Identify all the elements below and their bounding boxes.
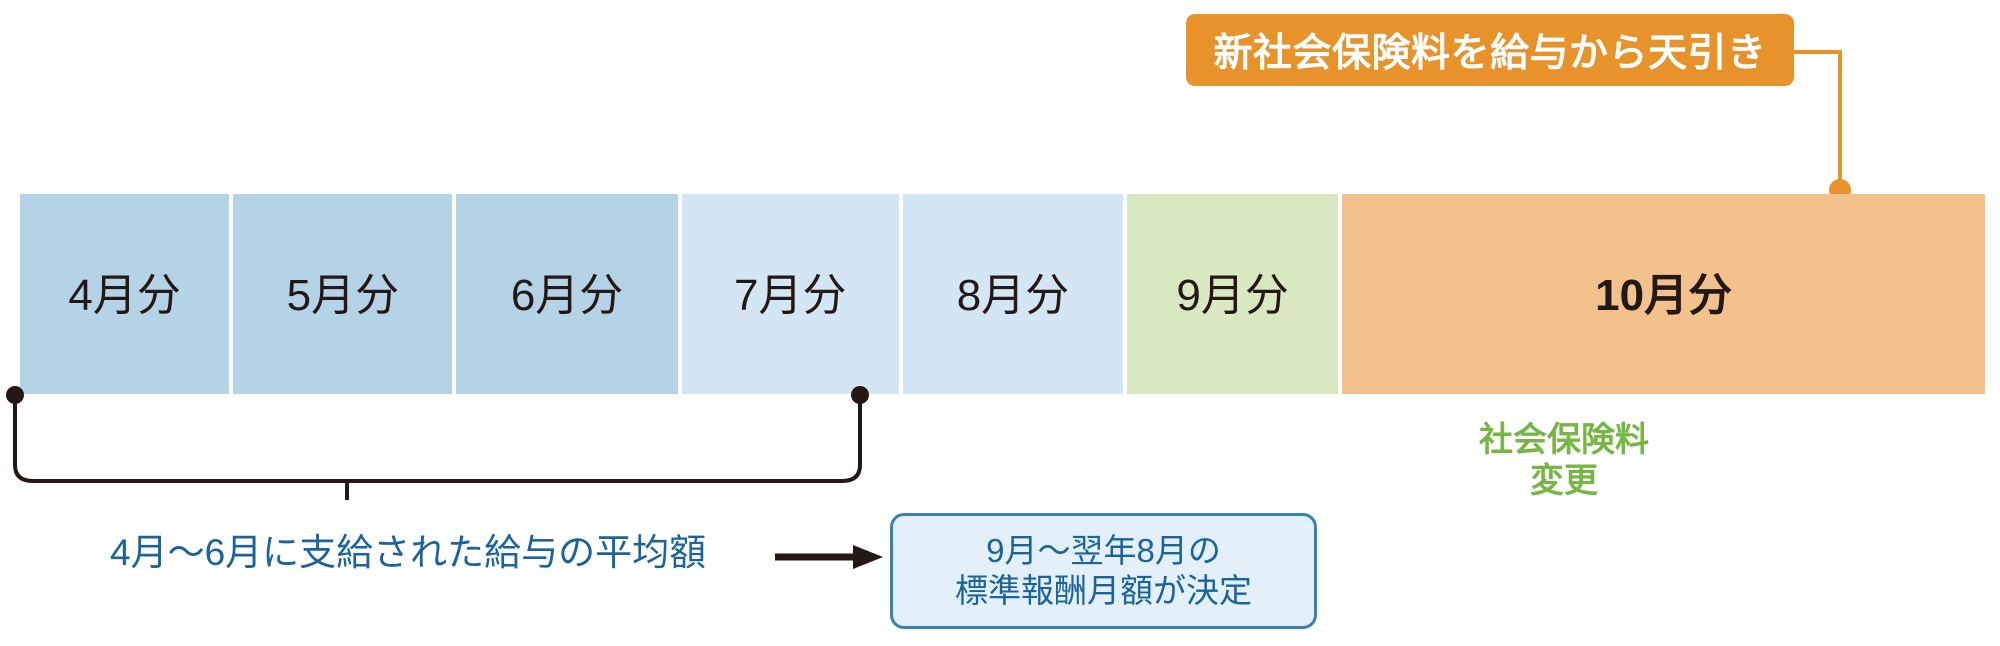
result-line-1: 9月～翌年8月の — [986, 531, 1221, 569]
average-salary-caption: 4月～6月に支給された給与の平均額 — [110, 532, 707, 573]
month-label: 6月分 — [510, 271, 624, 320]
standard-monthly-remuneration-callout: 9月～翌年8月の 標準報酬月額が決定 — [890, 513, 1317, 629]
month-timeline: 4月分 5月分 6月分 7月分 8月分 9月分 10月分 — [20, 194, 1985, 394]
green-note-line-1: 社会保険料 — [1479, 421, 1649, 459]
month-label: 10月分 — [1595, 271, 1733, 320]
month-cell-october[interactable]: 10月分 — [1342, 194, 1985, 394]
insurance-change-note: 社会保険料 変更 — [1444, 420, 1684, 503]
month-label: 4月分 — [68, 271, 181, 320]
rightwards-arrow-icon — [775, 545, 883, 569]
month-cell-september[interactable]: 9月分 — [1127, 194, 1339, 394]
deduction-banner-label: 新社会保険料を給与から天引き — [1213, 32, 1767, 75]
month-cell-april[interactable]: 4月分 — [20, 194, 230, 394]
month-label: 8月分 — [956, 271, 1070, 320]
month-cell-june[interactable]: 6月分 — [456, 194, 678, 394]
month-label: 7月分 — [734, 271, 847, 320]
month-cell-august[interactable]: 8月分 — [902, 194, 1124, 394]
month-cell-may[interactable]: 5月分 — [233, 194, 453, 394]
green-note-line-2: 変更 — [1530, 462, 1598, 501]
month-label: 5月分 — [286, 271, 400, 320]
month-label: 9月分 — [1176, 271, 1289, 320]
deduction-banner: 新社会保険料を給与から天引き — [1186, 14, 1794, 86]
result-line-2: 標準報酬月額が決定 — [955, 572, 1252, 609]
month-cell-july[interactable]: 7月分 — [681, 194, 899, 394]
